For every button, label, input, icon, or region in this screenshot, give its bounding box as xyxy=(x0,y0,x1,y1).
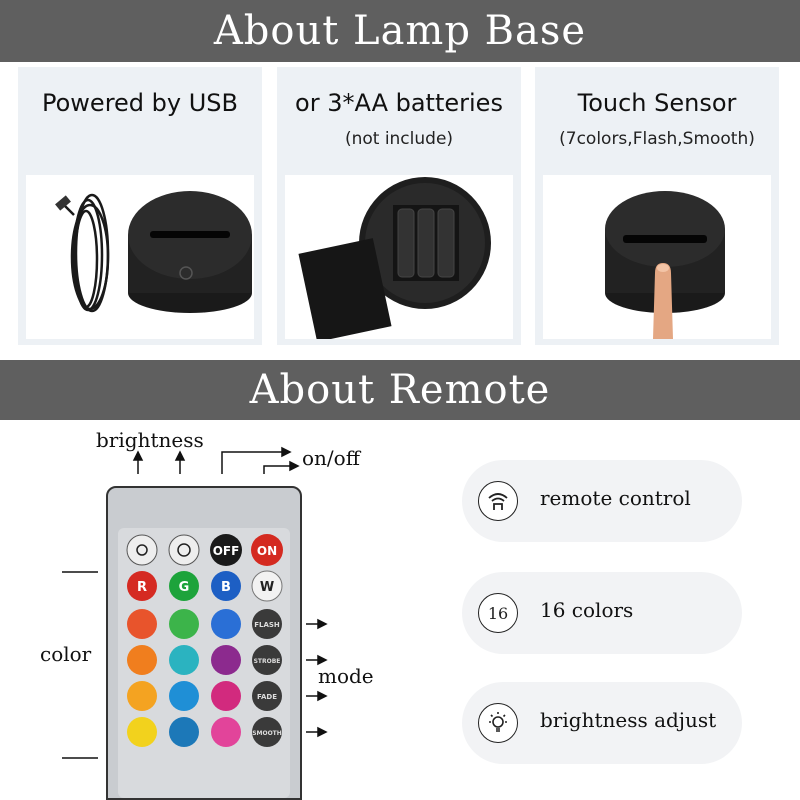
sun-small-icon xyxy=(136,544,148,556)
off-button-label: OFF xyxy=(213,544,240,558)
power-icon xyxy=(179,266,193,280)
fade-button xyxy=(252,681,282,711)
svg-text:FLASH: FLASH xyxy=(254,621,280,629)
color-label: color xyxy=(40,642,92,666)
color-button xyxy=(211,681,241,711)
color-button xyxy=(211,609,241,639)
battery-slot-icon xyxy=(397,208,455,278)
on-button-label: ON xyxy=(257,544,277,558)
lamp-base-banner: About Lamp Base xyxy=(0,0,800,62)
on-button xyxy=(251,534,283,566)
on-off-label: on/off xyxy=(302,446,360,470)
battery-panel: or 3*AA batteries (not include) xyxy=(277,67,521,345)
svg-text:STROBE: STROBE xyxy=(254,658,281,665)
touch-sensor-image xyxy=(543,175,771,339)
color-button xyxy=(127,609,157,639)
brightness-down-button xyxy=(126,534,158,566)
color-button xyxy=(169,717,199,747)
lamp-base-heading: About Lamp Base xyxy=(213,8,587,54)
feature-remote-label: remote control xyxy=(540,486,691,510)
green-button xyxy=(169,571,199,601)
annotation-arrows xyxy=(62,446,328,759)
feature-colors-label: 16 colors xyxy=(540,598,634,622)
battery-compartment-image xyxy=(285,175,513,339)
smooth-button xyxy=(252,717,282,747)
usb-lamp-base-image xyxy=(26,175,254,339)
color-button xyxy=(127,681,157,711)
red-button xyxy=(127,571,157,601)
sun-large-icon xyxy=(177,543,191,557)
usb-panel-title: Powered by USB xyxy=(42,89,238,117)
usb-cable-icon xyxy=(63,193,110,313)
touch-sensor-panel: Touch Sensor (7colors,Flash,Smooth) xyxy=(535,67,779,345)
flash-button xyxy=(252,609,282,639)
feature-16-colors: 16 16 colors xyxy=(462,572,742,654)
white-button xyxy=(251,570,283,602)
touch-panel-subtitle: (7colors,Flash,Smooth) xyxy=(559,129,755,149)
battery-panel-title: or 3*AA batteries xyxy=(295,89,503,117)
brightness-up-button xyxy=(168,534,200,566)
color-button xyxy=(169,645,199,675)
svg-text:SMOOTH: SMOOTH xyxy=(252,730,282,737)
remote-heading: About Remote xyxy=(249,367,551,413)
feature-brightness-adjust: brightness adjust xyxy=(462,682,742,764)
feature-brightness-label: brightness adjust xyxy=(540,708,717,732)
color-button xyxy=(169,609,199,639)
remote-signal-icon xyxy=(478,481,518,521)
number-16-icon: 16 xyxy=(478,593,518,633)
usb-panel: Powered by USB xyxy=(18,67,262,345)
svg-text:W: W xyxy=(260,580,274,595)
svg-text:G: G xyxy=(179,580,190,595)
color-button xyxy=(127,645,157,675)
touch-panel-title: Touch Sensor xyxy=(577,89,737,117)
strobe-button xyxy=(252,645,282,675)
blue-button xyxy=(211,571,241,601)
battery-panel-subtitle: (not include) xyxy=(344,129,454,149)
svg-text:FADE: FADE xyxy=(257,693,277,701)
remote-control: OFF ON R G B W xyxy=(106,486,302,800)
finger-icon xyxy=(653,263,673,339)
svg-text:B: B xyxy=(221,580,231,595)
brightness-label: brightness xyxy=(96,428,204,452)
color-button xyxy=(127,717,157,747)
mode-label: mode xyxy=(318,664,374,688)
lightbulb-icon xyxy=(478,703,518,743)
off-button xyxy=(210,534,242,566)
color-button xyxy=(169,681,199,711)
remote-banner: About Remote xyxy=(0,360,800,420)
color-button xyxy=(211,717,241,747)
svg-text:R: R xyxy=(137,580,147,595)
feature-remote-control: remote control xyxy=(462,460,742,542)
color-button xyxy=(211,645,241,675)
